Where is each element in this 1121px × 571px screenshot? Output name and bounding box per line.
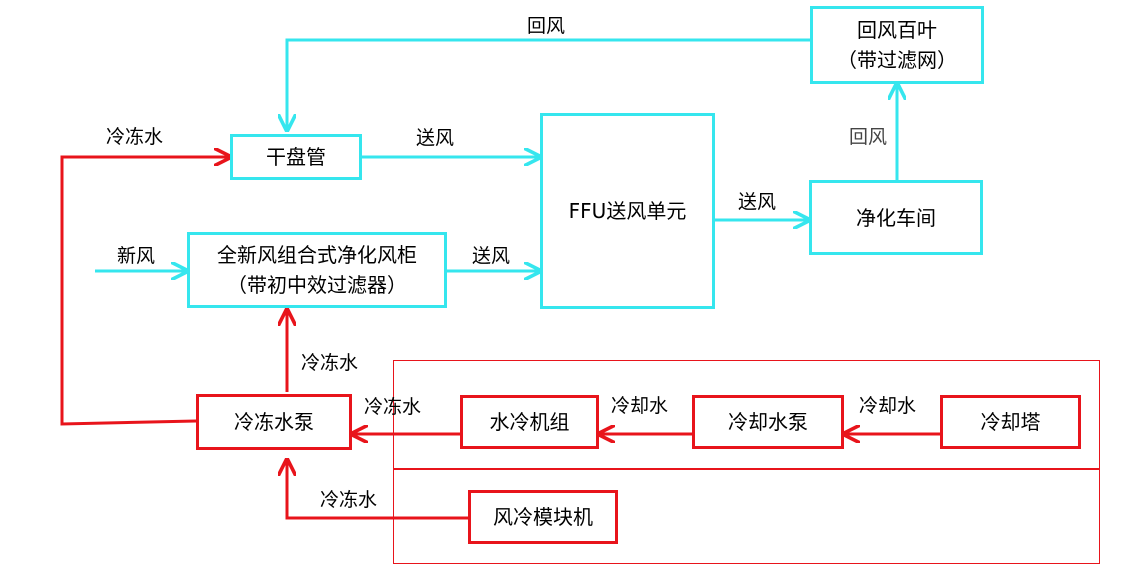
dry-coil-node: 干盘管 (230, 134, 362, 180)
fresh-air-label: 新风 (117, 245, 156, 267)
supply-air-label-ahu: 送风 (472, 245, 511, 267)
chiller-text: 水冷机组 (489, 410, 570, 434)
supply-air-label-ffu: 送风 (738, 191, 777, 213)
fresh-air-ahu-node: 全新风组合式净化风柜 （带初中效过滤器） (187, 232, 447, 308)
chw-label-from-module: 冷冻水 (320, 489, 378, 511)
cooling-tower-text: 冷却塔 (980, 410, 1041, 434)
cw-label-to-chiller: 冷却水 (611, 395, 669, 417)
chw-line-from-module (287, 460, 468, 520)
ffu-text: FFU送风单元 (568, 199, 687, 223)
chiller-node: 水冷机组 (460, 395, 599, 449)
fresh-air-ahu-text: 全新风组合式净化风柜 （带初中效过滤器） (217, 243, 417, 297)
cw-label-from-tower: 冷却水 (859, 395, 917, 417)
chilled-water-pump-text: 冷冻水泵 (234, 410, 314, 434)
return-air-label-side: 回风 (849, 126, 888, 148)
clean-room-node: 净化车间 (809, 180, 983, 255)
plant-enclosure-bottom (393, 468, 1100, 564)
chilled-water-pump-node: 冷冻水泵 (196, 394, 352, 450)
air-cooled-module-text: 风冷模块机 (493, 505, 593, 529)
dry-coil-text: 干盘管 (266, 145, 326, 169)
chw-label-from-chiller: 冷冻水 (364, 396, 422, 418)
supply-air-label-coil: 送风 (416, 127, 455, 149)
chw-line-to-coil (60, 157, 230, 426)
return-air-label-top: 回风 (527, 15, 566, 37)
chw-label-to-coil: 冷冻水 (106, 126, 164, 148)
chw-label-to-ahu: 冷冻水 (301, 352, 359, 374)
air-cooled-module-node: 风冷模块机 (468, 490, 618, 544)
clean-room-text: 净化车间 (856, 205, 936, 230)
return-air-louver-text: 回风百叶 （带过滤网） (837, 18, 957, 72)
return-air-louver-node: 回风百叶 （带过滤网） (810, 6, 984, 84)
return-air-line-top (287, 38, 810, 130)
cooling-water-pump-node: 冷却水泵 (692, 395, 844, 449)
plant-enclosure-top (393, 360, 1100, 470)
ffu-node: FFU送风单元 (540, 113, 715, 309)
cooling-water-pump-text: 冷却水泵 (728, 410, 808, 434)
cooling-tower-node: 冷却塔 (940, 395, 1081, 449)
